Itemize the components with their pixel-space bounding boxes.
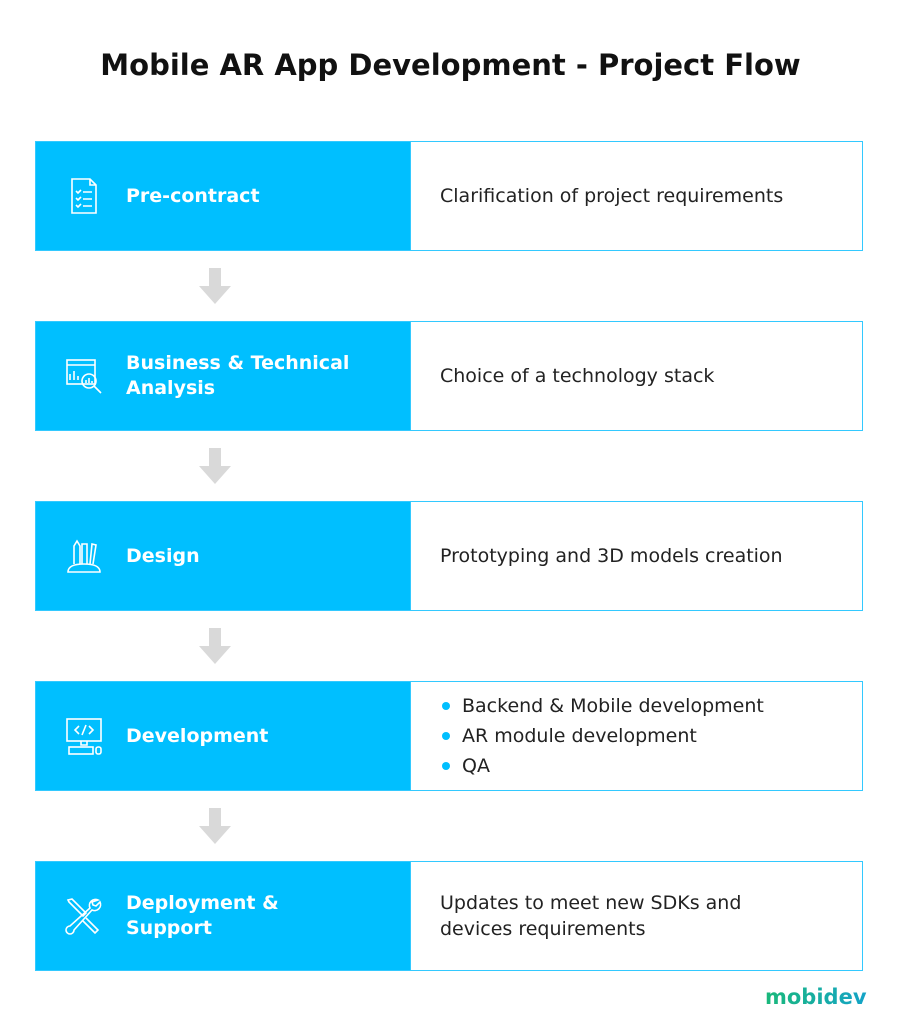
step-label: Business & Technical Analysis: [126, 352, 350, 399]
step-label: Design: [126, 545, 200, 567]
step-label: Deployment & Support: [126, 892, 279, 939]
step-business-analysis: Business & Technical Analysis Choice of …: [35, 321, 863, 431]
code-monitor-icon: [66, 718, 102, 755]
arrow-down-icon: [199, 628, 231, 664]
list-item: Backend & Mobile development: [442, 691, 862, 721]
mobidev-logo: mobidev: [765, 985, 867, 1009]
step-description: Prototyping and 3D models creation: [440, 545, 783, 567]
step-description: Clarification of project requirements: [440, 185, 784, 207]
step-design: Design Prototyping and 3D models creatio…: [35, 501, 863, 611]
list-item: AR module development: [442, 721, 862, 751]
step-description: Updates to meet new SDKs and devices req…: [440, 892, 742, 940]
step-label: Pre-contract: [126, 185, 260, 207]
page-title: Mobile AR App Development - Project Flow: [100, 48, 801, 82]
step-description: Choice of a technology stack: [440, 365, 715, 387]
arrow-down-icon: [199, 268, 231, 304]
bullet-list: Backend & Mobile development AR module d…: [440, 691, 862, 781]
step-label: Development: [126, 725, 269, 747]
step-pre-contract: Pre-contract Clarification of project re…: [35, 141, 863, 251]
step-deployment-support: Deployment & Support Updates to meet new…: [35, 861, 863, 971]
checklist-document-icon: [71, 178, 97, 214]
list-item: QA: [442, 751, 862, 781]
analytics-magnifier-icon: [66, 359, 102, 394]
arrow-down-icon: [199, 448, 231, 484]
arrow-down-icon: [199, 808, 231, 844]
design-tools-icon: [67, 539, 101, 573]
step-development: Development Backend & Mobile development…: [35, 681, 863, 791]
wrench-screwdriver-icon: [65, 898, 102, 935]
